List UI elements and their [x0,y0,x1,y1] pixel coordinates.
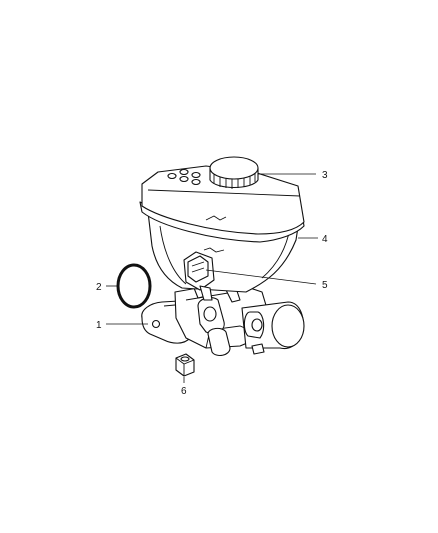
o-ring-seal [116,263,152,309]
fluid-level-sensor [183,251,215,301]
mounting-nut [175,353,195,377]
callout-3: 3 [322,170,328,181]
leader-5 [205,269,317,285]
callout-4: 4 [322,234,328,245]
callout-2: 2 [96,282,102,293]
callout-1: 1 [96,320,102,331]
reservoir-cap [209,156,259,189]
callout-5: 5 [322,280,328,291]
leader-lines [106,173,318,383]
callout-6: 6 [181,386,187,397]
master-cylinder-body [141,281,305,357]
